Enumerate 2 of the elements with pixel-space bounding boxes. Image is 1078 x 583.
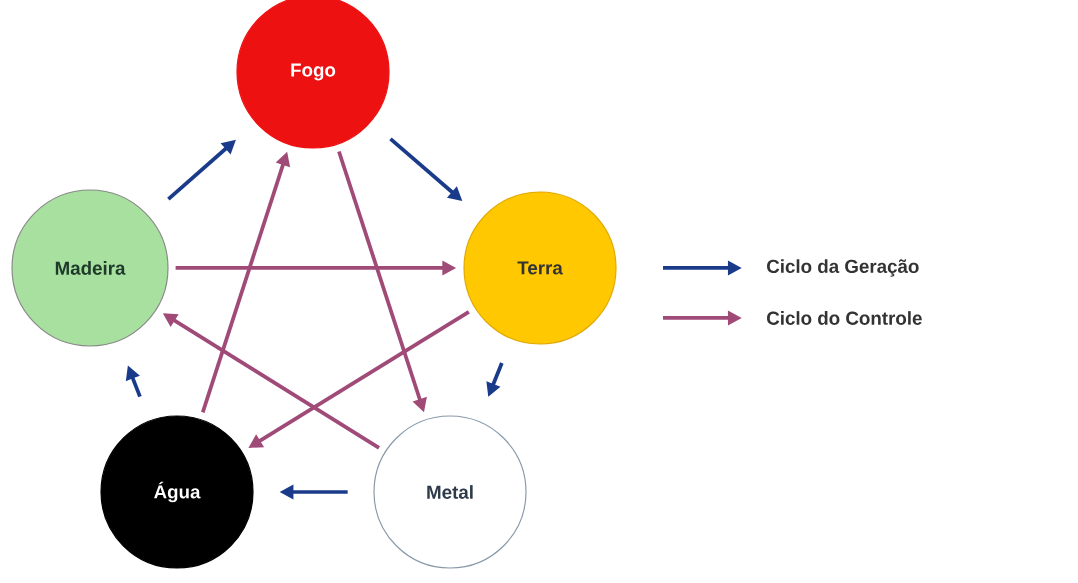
legend-text: Ciclo do Controle bbox=[767, 311, 922, 325]
legend-text: Ciclo da Geração bbox=[767, 259, 919, 277]
